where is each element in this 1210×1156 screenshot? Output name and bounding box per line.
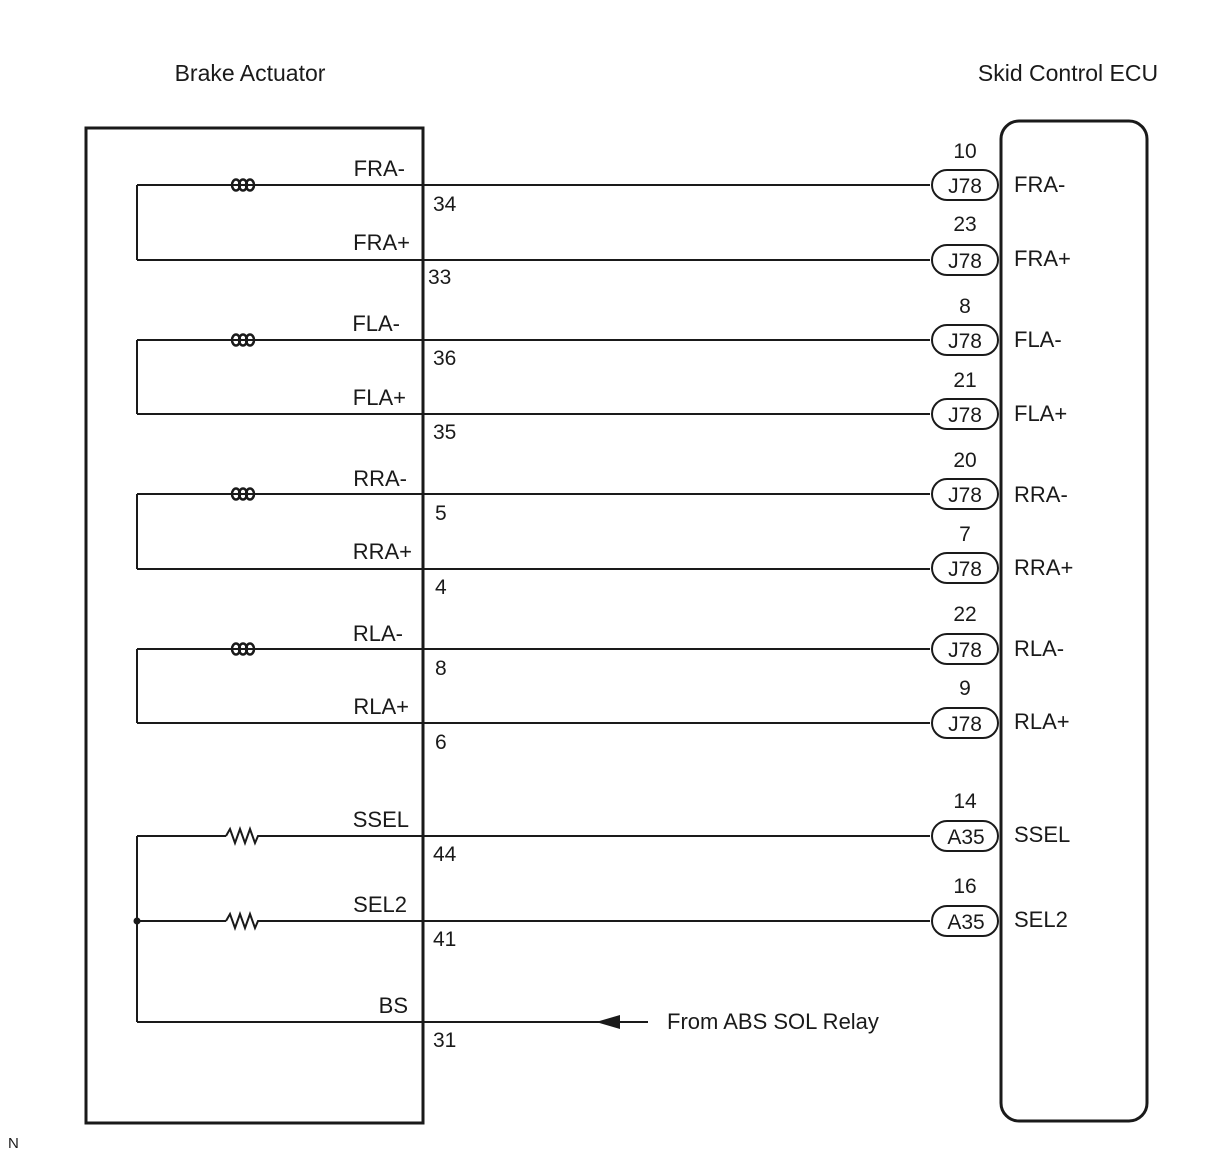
connector-j78-badge [931,707,999,739]
ecu-pin-20: 20 [953,449,976,472]
ecu-pin-22: 22 [953,603,976,626]
ecu-label-rra-plus: RRA+ [1014,555,1073,580]
ecu-pin-7: 7 [959,523,971,546]
row-0: FRA- 34 10 J78 FRA- [137,140,1065,216]
connector-j78-badge [931,552,999,584]
actuator-pin-33: 33 [428,266,451,289]
row-3: FLA+ 35 21 J78 FLA+ [137,369,1067,444]
actuator-pin-4: 4 [435,576,447,599]
actuator-label-rra-minus: RRA- [353,466,407,491]
row-9: SEL2 41 16 A35 SEL2 [137,875,1068,951]
actuator-label-ssel: SSEL [353,807,409,832]
connector-j78-badge [931,244,999,276]
ecu-label-fla-minus: FLA- [1014,327,1062,352]
actuator-pin-34: 34 [433,193,457,216]
brake-actuator-box [84,126,425,1125]
ecu-pin-10: 10 [953,140,976,163]
skid-control-ecu-box [999,119,1149,1123]
actuator-label-bs: BS [379,993,408,1018]
ecu-label-rla-minus: RLA- [1014,636,1064,661]
ecu-pin-9: 9 [959,677,971,700]
connector-code: J78 [948,484,982,507]
actuator-pin-8: 8 [435,657,447,680]
corner-mark: N [8,1135,19,1152]
coil-icon [230,487,256,501]
actuator-pin-44: 44 [433,843,457,866]
actuator-pin-6: 6 [435,731,447,754]
actuator-label-rra-plus: RRA+ [353,539,412,564]
connector-code: J78 [948,175,982,198]
row-1: FRA+ 33 23 J78 FRA+ [137,213,1071,289]
connector-j78-badge [931,478,999,510]
actuator-label-sel2: SEL2 [353,892,407,917]
brake-actuator-title: Brake Actuator [175,60,326,86]
connector-a35-badge [931,820,999,852]
ecu-label-ssel: SSEL [1014,822,1070,847]
coil-icon [230,642,256,656]
row-7: RLA+ 6 9 J78 RLA+ [137,677,1070,754]
ecu-pin-16: 16 [953,875,976,898]
connector-j78-badge [931,169,999,201]
connector-code: J78 [948,639,982,662]
actuator-label-fla-plus: FLA+ [353,385,406,410]
row-5: RRA+ 4 7 J78 RRA+ [137,523,1073,599]
connector-j78-badge [931,633,999,665]
row-8: SSEL 44 14 A35 SSEL [137,790,1070,866]
ecu-label-rra-minus: RRA- [1014,482,1068,507]
junction-dot [133,917,141,925]
connector-code: J78 [948,404,982,427]
ecu-label-fra-plus: FRA+ [1014,246,1071,271]
row-4: RRA- 5 20 J78 RRA- [137,449,1068,525]
skid-control-ecu-title: Skid Control ECU [978,60,1158,86]
actuator-pin-5: 5 [435,502,447,525]
connector-code: A35 [947,826,984,849]
actuator-label-fla-minus: FLA- [352,311,400,336]
abs-sol-relay-source-label: From ABS SOL Relay [667,1009,879,1034]
connector-code: J78 [948,558,982,581]
resistor-icon [225,826,262,846]
connector-a35-badge [931,905,999,937]
actuator-label-fra-plus: FRA+ [353,230,410,255]
connector-code: A35 [947,911,984,934]
arrow-left-icon [596,1015,620,1029]
ecu-pin-21: 21 [953,369,976,392]
ecu-label-fla-plus: FLA+ [1014,401,1067,426]
actuator-label-rla-plus: RLA+ [353,694,409,719]
actuator-pin-31: 31 [433,1029,456,1052]
connector-code: J78 [948,713,982,736]
connector-code: J78 [948,330,982,353]
resistor-icon [225,911,262,931]
actuator-label-rla-minus: RLA- [353,621,403,646]
ecu-label-sel2: SEL2 [1014,907,1068,932]
connector-code: J78 [948,250,982,273]
connector-j78-badge [931,398,999,430]
actuator-pin-36: 36 [433,347,456,370]
coil-icon [230,333,256,347]
ecu-label-rla-plus: RLA+ [1014,709,1070,734]
connector-j78-badge [931,324,999,356]
ecu-pin-8: 8 [959,295,971,318]
ecu-pin-23: 23 [953,213,976,236]
ecu-label-fra-minus: FRA- [1014,172,1065,197]
actuator-label-fra-minus: FRA- [354,156,405,181]
coil-icon [230,178,256,192]
bs-power-row: BS 31 From ABS SOL Relay [137,993,879,1052]
actuator-pin-41: 41 [433,928,456,951]
row-2: FLA- 36 8 J78 FLA- [137,295,1062,370]
ecu-pin-14: 14 [953,790,977,813]
actuator-pin-35: 35 [433,421,456,444]
row-6: RLA- 8 22 J78 RLA- [137,603,1064,680]
